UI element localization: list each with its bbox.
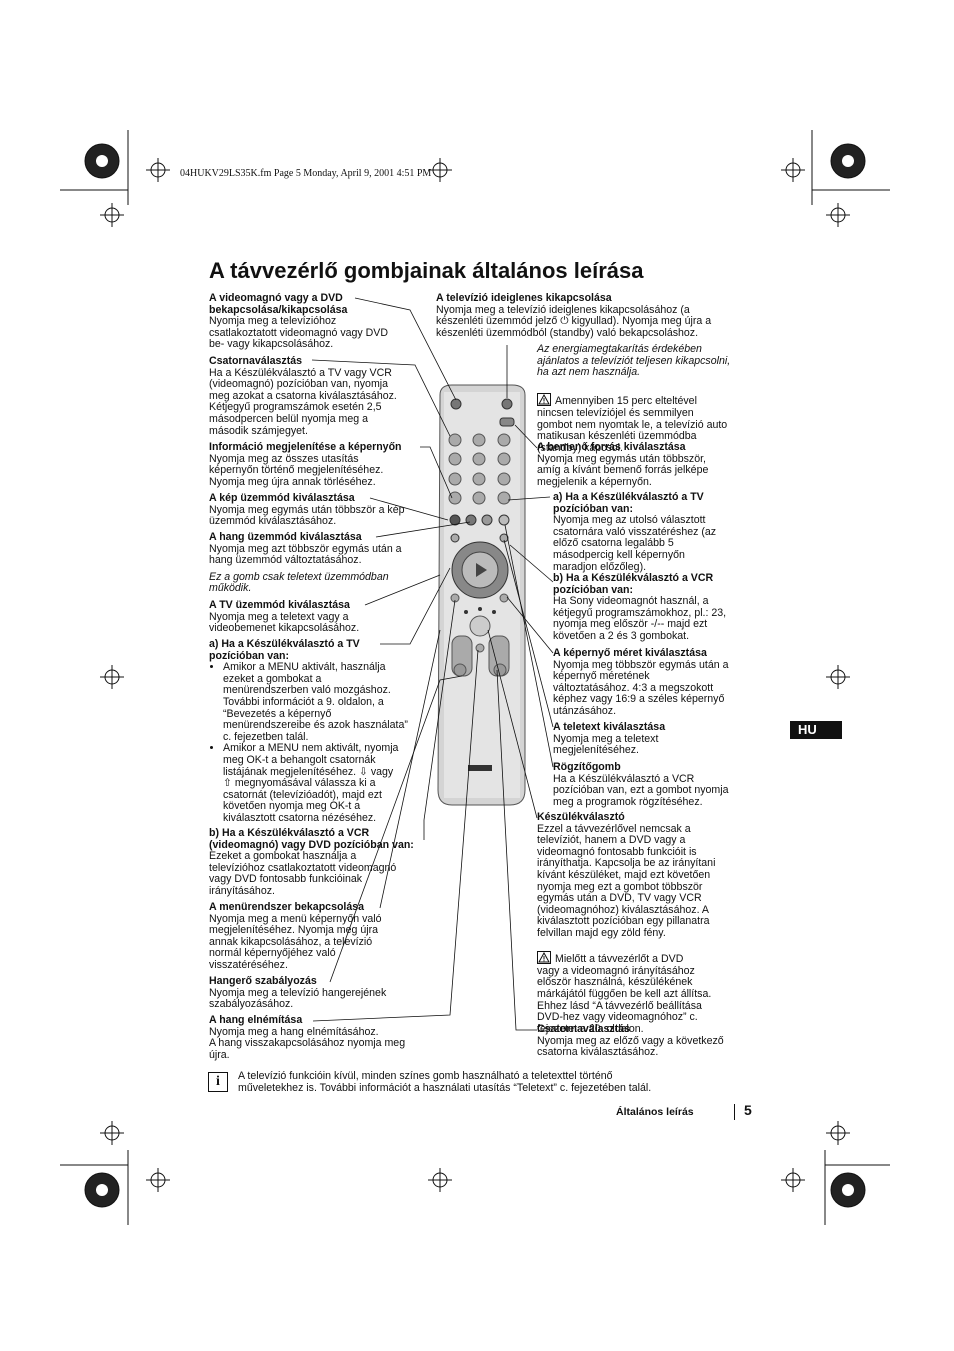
footer-section: Általános leírás (616, 1106, 694, 1118)
desc-tv-last-channel: a) Ha a Készülékválasztó a TV pozícióban… (553, 491, 717, 573)
desc-mute: A hang elnémítása Nyomja meg a hang elné… (209, 1014, 406, 1061)
desc-device-selector: Készülékválasztó Ezzel a távvezérlővel n… (537, 811, 716, 1035)
desc-picture-mode: A kép üzemmód kiválasztása Nyomja meg eg… (209, 492, 405, 528)
footer-divider (734, 1104, 735, 1120)
warning-icon (537, 951, 551, 965)
file-header: 04HUKV29LS35K.fm Page 5 Monday, April 9,… (180, 168, 432, 179)
desc-record: Rögzítőgomb Ha a Készülékválasztó a VCR … (553, 761, 729, 808)
desc-info-display: Információ megjelenítése a képernyőn Nyo… (209, 441, 402, 488)
desc-volume: Hangerő szabályozás Nyomja meg a televíz… (209, 975, 387, 1011)
desc-screen-size: A képernyő méret kiválasztása Nyomja meg… (553, 647, 729, 717)
remote-control-illustration (437, 384, 526, 806)
desc-vcr-dvd-power: A videomagnó vagy a DVD bekapcsolása/kik… (209, 292, 389, 351)
desc-vcr-dvd-position: b) Ha a Készülékválasztó a VCR (videomag… (209, 827, 414, 897)
desc-sound-mode: A hang üzemmód kiválasztása Nyomja meg a… (209, 531, 402, 595)
teletext-note: A televízió funkcióin kívül, minden szín… (238, 1070, 652, 1094)
desc-tv-mode: A TV üzemmód kiválasztása Nyomja meg a t… (209, 599, 360, 635)
info-icon: i (208, 1072, 228, 1092)
bullet-menu-active: Amikor a MENU aktivált, használja ezeket… (223, 661, 434, 743)
page-number: 5 (744, 1102, 752, 1118)
bullet-menu-inactive: Amikor a MENU nem aktivált, nyomja meg O… (223, 743, 434, 824)
desc-menu-system: A menürendszer bekapcsolása Nyomja meg a… (209, 901, 382, 971)
desc-standby: A televízió ideiglenes kikapcsolása Nyom… (436, 292, 712, 339)
page-title: A távvezérlő gombjainak általános leírás… (209, 258, 644, 283)
desc-input-source: A bemenő forrás kiválasztása Nyomja meg … (537, 441, 709, 488)
desc-channel-select: Csatornaválasztás Ha a Készülékválasztó … (209, 355, 397, 437)
warning-icon (537, 393, 551, 407)
leader-lines (311, 297, 554, 1031)
language-tab: HU (790, 721, 842, 739)
desc-vcr-two-digit: b) Ha a Készülékválasztó a VCR pozícióba… (553, 572, 727, 642)
desc-channel-up-down: Csatornaválasztás Nyomja meg az előző va… (537, 1023, 724, 1059)
crosshair-marks (100, 158, 850, 1192)
desc-teletext: A teletext kiválasztása Nyomja meg a tel… (553, 721, 666, 757)
desc-standby-notes: Az energiamegtakarítás érdekében ajánlat… (537, 343, 731, 454)
starburst-mark (84, 143, 866, 1208)
desc-tv-position: a) Ha a Készülékválasztó a TV pozícióban… (209, 638, 434, 825)
